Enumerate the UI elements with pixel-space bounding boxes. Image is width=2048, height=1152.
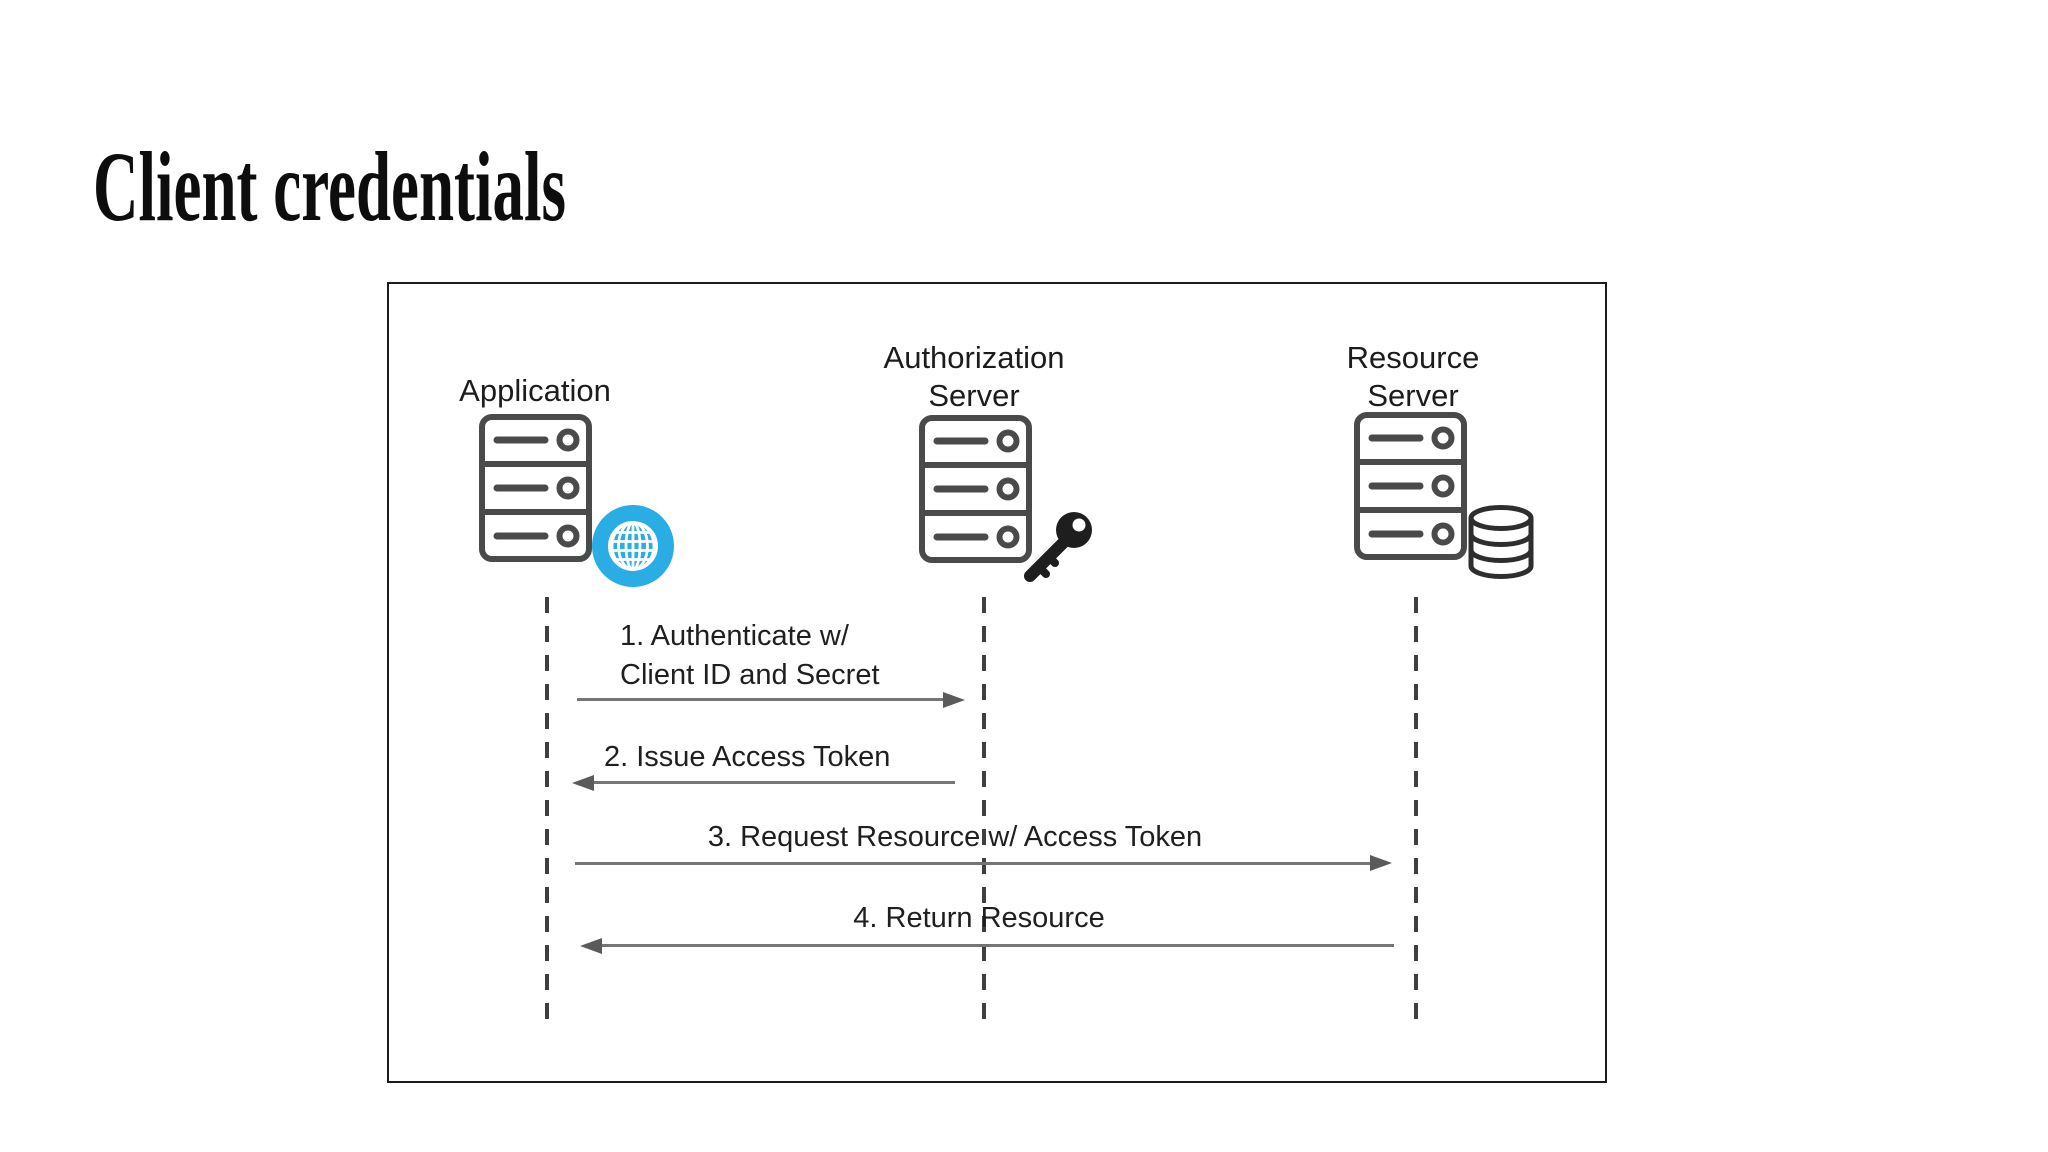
message-4-label: 4. Return Resource [853,902,1105,934]
globe-icon [592,505,674,587]
server-icon [1354,412,1467,560]
database-icon [1468,505,1534,579]
lifeline-resource-server [1414,597,1418,1020]
message-2-line [593,781,955,784]
lifeline-authorization-server [982,597,986,1020]
message-1-line [577,698,945,701]
actor-label-authorization-server: Authorization Server [883,340,1065,413]
slide-title: Client credentials [93,131,567,242]
message-3-label: 3. Request Resource w/ Access Token [707,821,1203,853]
arrowhead-right-icon [943,692,965,708]
message-3-line [575,862,1372,865]
key-icon [1024,512,1092,582]
diagram-panel: Application Authorization Server [387,282,1607,1083]
message-2-label: 2. Issue Access Token [604,741,891,773]
server-icon [919,415,1032,563]
arrowhead-right-icon [1370,855,1392,871]
actor-label-resource-server: Resource Server [1346,340,1480,413]
message-1-label: 1. Authenticate w/ Client ID and Secret [620,620,880,691]
lifeline-application [545,597,549,1020]
arrowhead-left-icon [580,938,602,954]
arrowhead-left-icon [572,775,594,791]
message-4-line [601,944,1394,947]
actor-label-application: Application [459,373,611,408]
server-icon [479,414,592,562]
